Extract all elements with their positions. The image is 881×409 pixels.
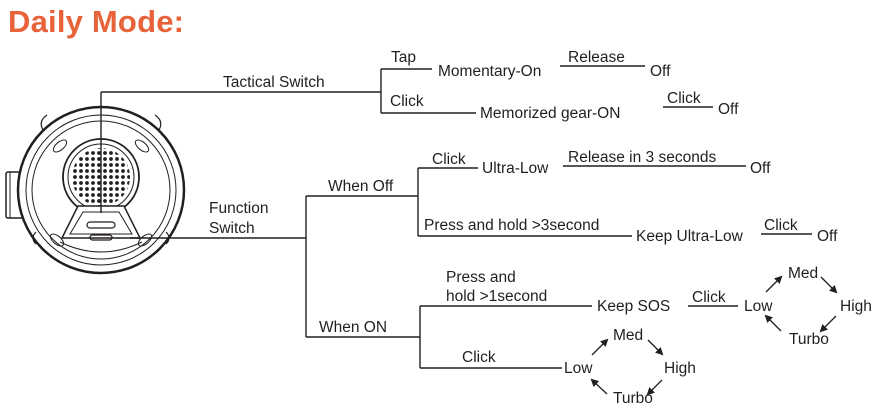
function-switch-label-line2: Switch (209, 220, 255, 237)
tap-label: Tap (391, 49, 416, 66)
press-and-hold-1s-label-line2: hold >1second (446, 288, 547, 305)
release-in-3-seconds-label: Release in 3 seconds (568, 149, 716, 166)
off-label: Off (650, 63, 671, 80)
off-label: Off (750, 160, 771, 177)
cycle-low-label: Low (744, 298, 773, 315)
cycle-high-label: High (664, 360, 696, 377)
cycle-med-label: Med (788, 265, 818, 282)
press-and-hold-1s-label-line1: Press and (446, 269, 516, 286)
when-off-label: When Off (328, 178, 394, 195)
click-label: Click (462, 349, 496, 366)
click-label: Click (390, 93, 424, 110)
connector-lines (100, 65, 812, 369)
keep-sos-label: Keep SOS (597, 298, 670, 315)
press-and-hold-3s-label: Press and hold >3second (424, 217, 599, 234)
cycle-turbo-label: Turbo (789, 331, 829, 348)
tactical-switch-label: Tactical Switch (223, 74, 325, 91)
cycle-high-label: High (840, 298, 872, 315)
when-on-label: When ON (319, 319, 387, 336)
cycle-arrows-bottom (590, 338, 664, 396)
cycle-turbo-label: Turbo (613, 390, 653, 407)
cycle-low-label: Low (564, 360, 593, 377)
off-label: Off (718, 101, 739, 118)
mode-title: Daily Mode: (8, 4, 185, 39)
keep-ultra-low-label: Keep Ultra-Low (636, 228, 744, 245)
memorized-gear-on-label: Memorized gear-ON (480, 105, 620, 122)
click-label: Click (432, 151, 466, 168)
flashlight-head-icon (5, 105, 186, 275)
release-label: Release (568, 49, 625, 66)
click-label: Click (667, 90, 701, 107)
ultra-low-label: Ultra-Low (482, 160, 549, 177)
momentary-on-label: Momentary-On (438, 63, 541, 80)
off-label: Off (817, 228, 838, 245)
cycle-arrows-top (764, 275, 838, 333)
click-label: Click (692, 289, 726, 306)
cycle-med-label: Med (613, 327, 643, 344)
click-label: Click (764, 217, 798, 234)
function-switch-label-line1: Function (209, 200, 268, 217)
